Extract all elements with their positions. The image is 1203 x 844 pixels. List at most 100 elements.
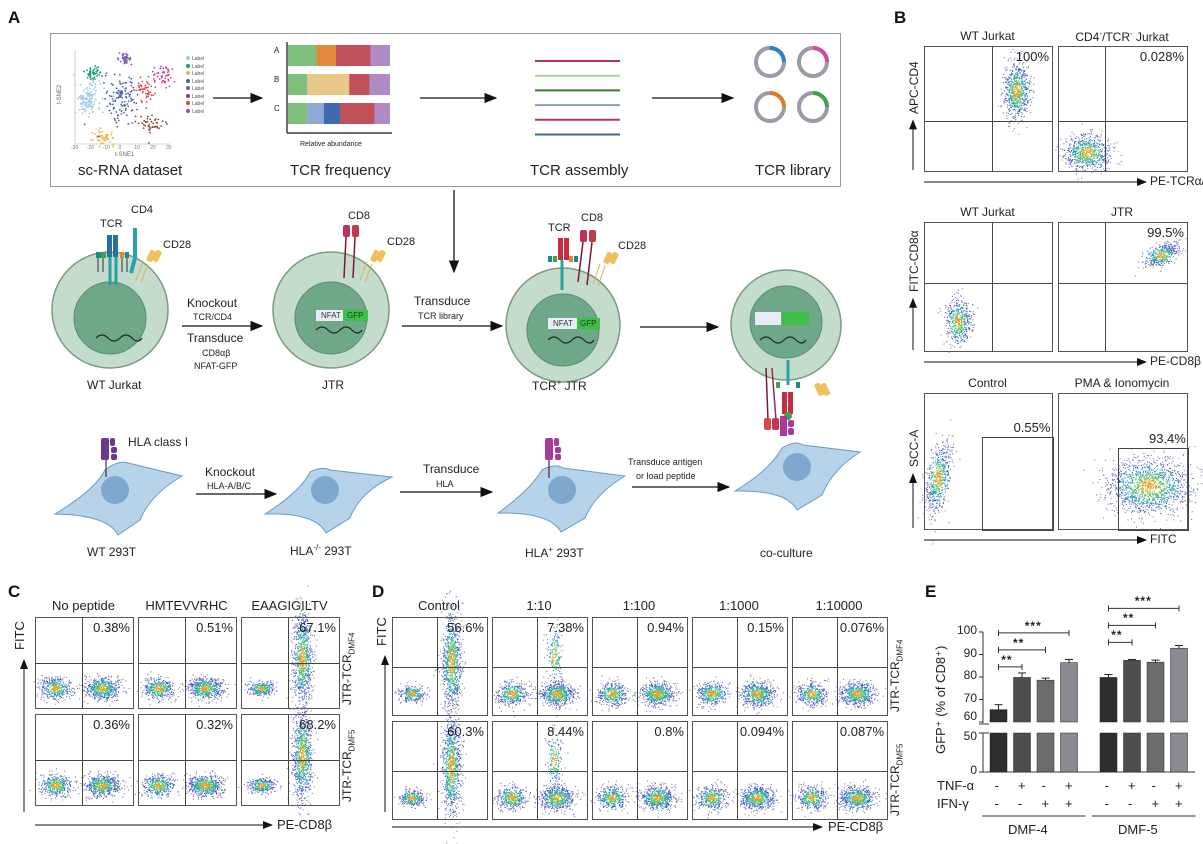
tsne-point bbox=[111, 97, 114, 100]
bar-upper bbox=[1060, 662, 1078, 723]
tsne-point bbox=[136, 93, 139, 96]
tsne-point bbox=[146, 89, 149, 92]
tsne-point bbox=[108, 94, 111, 97]
quadrant-line-h bbox=[925, 121, 1052, 123]
pipeline-box bbox=[50, 33, 841, 187]
tsne-point bbox=[126, 62, 128, 64]
tsne-point bbox=[167, 68, 169, 71]
tsne-point bbox=[100, 135, 103, 137]
percentage-label: 0.32% bbox=[196, 717, 233, 732]
tsne-point bbox=[128, 76, 131, 79]
tsne-point bbox=[103, 87, 105, 90]
tsne-point bbox=[137, 82, 140, 85]
column-title: No peptide bbox=[35, 598, 132, 613]
plot-title: CD4-/TCR- Jurkat bbox=[1058, 29, 1186, 44]
flow-plot-c: 0.38% bbox=[33, 617, 134, 709]
tsne-point bbox=[148, 128, 150, 131]
tsne-point bbox=[142, 123, 145, 126]
tsne-point bbox=[92, 69, 95, 72]
tsne-point bbox=[153, 126, 156, 128]
tsne-point bbox=[118, 94, 121, 97]
tsne-legend-item: Label bbox=[186, 56, 204, 62]
tsne-point bbox=[123, 100, 126, 103]
tsne-point bbox=[145, 80, 148, 83]
tsne-point bbox=[140, 115, 142, 118]
tsne-point bbox=[126, 103, 129, 105]
significance-stars: *** bbox=[1025, 620, 1042, 632]
y-tick-label: 0 bbox=[953, 764, 977, 777]
tsne-point bbox=[127, 57, 130, 60]
tsne-point bbox=[85, 101, 88, 104]
marker-label-hla-class-i: HLA class I bbox=[128, 435, 188, 449]
tsne-point bbox=[89, 95, 92, 98]
legend-dot-icon bbox=[186, 63, 190, 68]
tsne-legend-item: Label bbox=[186, 63, 204, 70]
ifn-sign: + bbox=[1042, 796, 1050, 811]
tsne-point bbox=[88, 99, 91, 102]
tsne-point bbox=[130, 63, 133, 66]
tsne-point bbox=[153, 79, 156, 82]
tsne-point bbox=[106, 105, 109, 108]
tsne-point bbox=[147, 125, 150, 127]
tsne-point bbox=[120, 112, 123, 115]
row-label-ifn: IFN-γ bbox=[937, 796, 969, 811]
tsne-point bbox=[156, 126, 159, 129]
flow-plot-b: 100% bbox=[924, 46, 1053, 172]
panel-label-d: D bbox=[372, 582, 384, 602]
tsne-point bbox=[142, 127, 145, 130]
tsne-point bbox=[121, 97, 123, 99]
tsne-point bbox=[129, 91, 132, 93]
tsne-point bbox=[127, 123, 130, 125]
tsne-point bbox=[134, 115, 137, 118]
tsne-tick: 10 bbox=[134, 145, 140, 151]
freq-segment bbox=[335, 45, 371, 66]
tsne-point bbox=[139, 84, 142, 87]
tsne-point bbox=[147, 75, 150, 78]
quadrant-line-h bbox=[493, 666, 587, 668]
tsne-point bbox=[90, 101, 92, 104]
tsne-point bbox=[74, 111, 77, 114]
tsne-point bbox=[81, 105, 83, 108]
tsne-point bbox=[84, 104, 86, 107]
tsne-point bbox=[128, 93, 131, 96]
tsne-point bbox=[88, 74, 91, 76]
legend-dot-icon bbox=[186, 86, 190, 90]
tsne-point bbox=[128, 95, 131, 98]
tsne-point bbox=[130, 84, 133, 87]
tsne-point bbox=[124, 109, 127, 112]
marker-label-cd8: CD8 bbox=[348, 210, 370, 222]
tsne-point bbox=[119, 83, 122, 85]
tsne-point bbox=[109, 102, 111, 105]
ifn-sign: + bbox=[1152, 796, 1160, 811]
tsne-point bbox=[96, 68, 99, 71]
percentage-label: 0.36% bbox=[93, 717, 130, 732]
tsne-point bbox=[120, 103, 123, 106]
flow-plot-d: 0.8% bbox=[590, 721, 688, 820]
tsne-point bbox=[165, 86, 168, 89]
tsne-point bbox=[133, 89, 135, 92]
freq-segment bbox=[316, 45, 336, 66]
tsne-point bbox=[152, 122, 155, 125]
flow-plot-c: 67.1% bbox=[241, 585, 340, 738]
tsne-point bbox=[146, 120, 149, 123]
freq-row-c: C bbox=[274, 104, 280, 113]
tsne-point bbox=[139, 76, 142, 79]
quadrant-line-h bbox=[36, 760, 133, 761]
y-tick-label: 100 bbox=[953, 624, 977, 637]
freq-segment bbox=[374, 103, 390, 124]
percentage-label: 0.55% bbox=[1014, 420, 1051, 435]
tsne-point bbox=[135, 102, 138, 105]
tsne-point bbox=[114, 119, 117, 122]
tcr-assembly-lines bbox=[535, 60, 620, 136]
quadrant-line-h bbox=[925, 283, 1052, 285]
tsne-point bbox=[123, 60, 126, 62]
tsne-point bbox=[86, 98, 89, 100]
significance-stars: ** bbox=[1111, 629, 1122, 641]
tsne-point bbox=[126, 60, 128, 62]
freq-segment bbox=[288, 103, 308, 124]
tsne-point bbox=[91, 132, 94, 134]
tsne-point bbox=[96, 135, 98, 138]
quadrant-line-h bbox=[593, 666, 687, 668]
flow-plot-b: 0.028% bbox=[1055, 46, 1188, 180]
ifn-sign: - bbox=[1018, 796, 1022, 811]
